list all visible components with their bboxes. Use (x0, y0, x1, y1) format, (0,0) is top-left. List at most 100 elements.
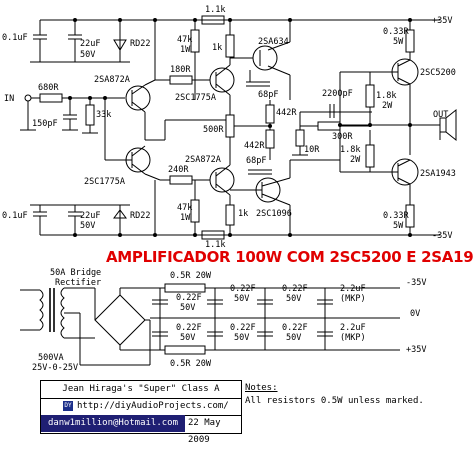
label-cap1b-v: 50V (180, 333, 195, 343)
label-cap4a: 2.2uF (340, 284, 366, 294)
label-in: IN (4, 94, 14, 104)
label-vp35-top: +35V (432, 16, 452, 26)
label-vm35-bot: -35V (432, 231, 452, 241)
label-0-5r-top: 0.5R 20W (170, 271, 212, 281)
label-cap4b-mkp: (MKP) (340, 333, 366, 343)
label-rd-top: RD22 (130, 39, 150, 49)
label-1-1k-top: 1.1k (205, 5, 225, 15)
wiring (20, 15, 457, 240)
label-442r-top: 442R (276, 108, 297, 118)
label-ps-0v: 0V (410, 309, 420, 319)
notes-heading: Notes: (245, 383, 278, 393)
label-rd-bot: RD22 (130, 211, 150, 221)
label-150pf: 150pF (32, 119, 58, 129)
resistor-240r (169, 175, 193, 185)
label-10r: 10R (304, 145, 320, 155)
amplifier-schematic: 0.1uF 22uF 50V RD22 47k 1W 1.1k 1k 2SA63… (2, 5, 474, 373)
resistor-300r (317, 121, 341, 131)
url-row: DY http://diyAudioProjects.com/ (41, 398, 241, 416)
label-cap4a-mkp: (MKP) (340, 294, 366, 304)
resistor-1k-top (225, 34, 235, 58)
publish-date: 22 May 2009 (188, 418, 221, 445)
credit-box: Jean Hiraga's "Super" Class A DY http://… (40, 380, 242, 445)
trimmer-500r (225, 114, 235, 138)
notes-text: All resistors 0.5W unless marked. (245, 396, 424, 406)
label-cap1a-v: 50V (180, 303, 195, 313)
contact-row: danw1million@Hotmail.com 22 May 2009 (41, 415, 241, 445)
label-cap2a: 0.22F (230, 284, 256, 294)
resistor-442r-bot (265, 129, 275, 149)
label-2sc1775-low: 2SC1775A (84, 177, 125, 187)
label-47k-bot-w: 1W (180, 213, 191, 223)
resistor-0-5r-top (164, 283, 206, 293)
schematic-title: AMPLIFICADOR 100W COM 2SC5200 E 2SA1943 (106, 248, 474, 266)
label-c-top-in: 0.1uF (2, 33, 28, 43)
label-cap1b: 0.22F (176, 323, 202, 333)
label-ps-m35: -35V (406, 278, 426, 288)
label-033-bot: 0.33R (383, 211, 409, 221)
resistor-1-8k-bot (365, 144, 375, 168)
resistor-680r (39, 93, 63, 103)
label-033-top: 0.33R (383, 27, 409, 37)
transistor-2sa872a-bot (209, 167, 235, 193)
label-cap1a: 0.22F (176, 293, 202, 303)
label-47k-top-w: 1W (180, 45, 191, 55)
label-cap4b: 2.2uF (340, 323, 366, 333)
transistor-2sa872a-top (125, 85, 151, 111)
label-442r-bot: 442R (244, 141, 265, 151)
transistor-2sa634 (252, 45, 278, 71)
label-0-5r-bot: 0.5R 20W (170, 359, 212, 369)
label-1-8k-bot-w: 2W (350, 155, 361, 165)
label-out: OUT (433, 110, 448, 120)
label-1-8k-top-w: 2W (382, 101, 393, 111)
label-1-8k-top: 1.8k (376, 91, 396, 101)
zener-diode-bot (113, 209, 127, 219)
resistor-0-5r-bot (164, 345, 206, 355)
label-c-top-22: 22uF (80, 39, 100, 49)
label-2200pf: 2200pF (322, 89, 353, 99)
speaker-icon (439, 117, 447, 133)
resistor-1-1k-top (201, 15, 225, 25)
label-240r: 240R (168, 165, 189, 175)
label-2sa634: 2SA634 (258, 37, 289, 47)
input-jack-icon (24, 94, 32, 102)
label-500r: 500R (203, 125, 224, 135)
label-2sc1775-mid: 2SC1775A (175, 93, 216, 103)
author-email-link[interactable]: danw1million@Hotmail.com (41, 415, 185, 432)
power-supply: 50A Bridge Rectifier 0.5R 20W 0.5R 20W 0… (20, 268, 426, 373)
label-c-bot-in: 0.1uF (2, 211, 28, 221)
label-2sa872-top: 2SA872A (94, 75, 130, 85)
label-c-top-22v: 50V (80, 50, 95, 60)
resistor-442r-top (265, 104, 275, 124)
label-1-8k-bot: 1.8k (340, 145, 360, 155)
resistor-10r (295, 129, 305, 147)
label-cap2a-v: 50V (234, 294, 249, 304)
label-cap3b-v: 50V (286, 333, 301, 343)
transformer-secondary (60, 287, 65, 339)
label-bridge: 50A Bridge (50, 268, 101, 278)
transformer-primary (39, 289, 44, 331)
label-cap3a-v: 50V (286, 294, 301, 304)
label-68pf-bot: 68pF (246, 156, 266, 166)
notes-block: Notes: All resistors 0.5W unless marked. (245, 382, 424, 408)
label-1k-top: 1k (212, 43, 222, 53)
site-logo-icon: DY (63, 401, 73, 411)
label-cap2b: 0.22F (230, 323, 256, 333)
label-1-1k-bot: 1.1k (205, 240, 225, 250)
credit-line: Jean Hiraga's "Super" Class A (41, 381, 241, 399)
label-033-top-w: 5W (393, 37, 404, 47)
label-033-bot-w: 5W (393, 221, 404, 231)
label-2sa872-bot: 2SA872A (185, 155, 221, 165)
label-33k: 33k (96, 110, 111, 120)
label-300r: 300R (332, 132, 353, 142)
site-url-link[interactable]: http://diyAudioProjects.com/ (77, 401, 229, 411)
filter-cap-bank (152, 288, 333, 350)
label-2sa1943: 2SA1943 (420, 169, 456, 179)
resistor-1k-bot (225, 204, 235, 226)
resistor-33k (85, 104, 95, 126)
resistor-1-1k-bot (201, 230, 225, 240)
label-c-bot-22v: 50V (80, 221, 95, 231)
label-2sc5200: 2SC5200 (420, 68, 456, 78)
label-rectifier: Rectifier (55, 278, 101, 288)
label-47k-top: 47k (177, 35, 192, 45)
